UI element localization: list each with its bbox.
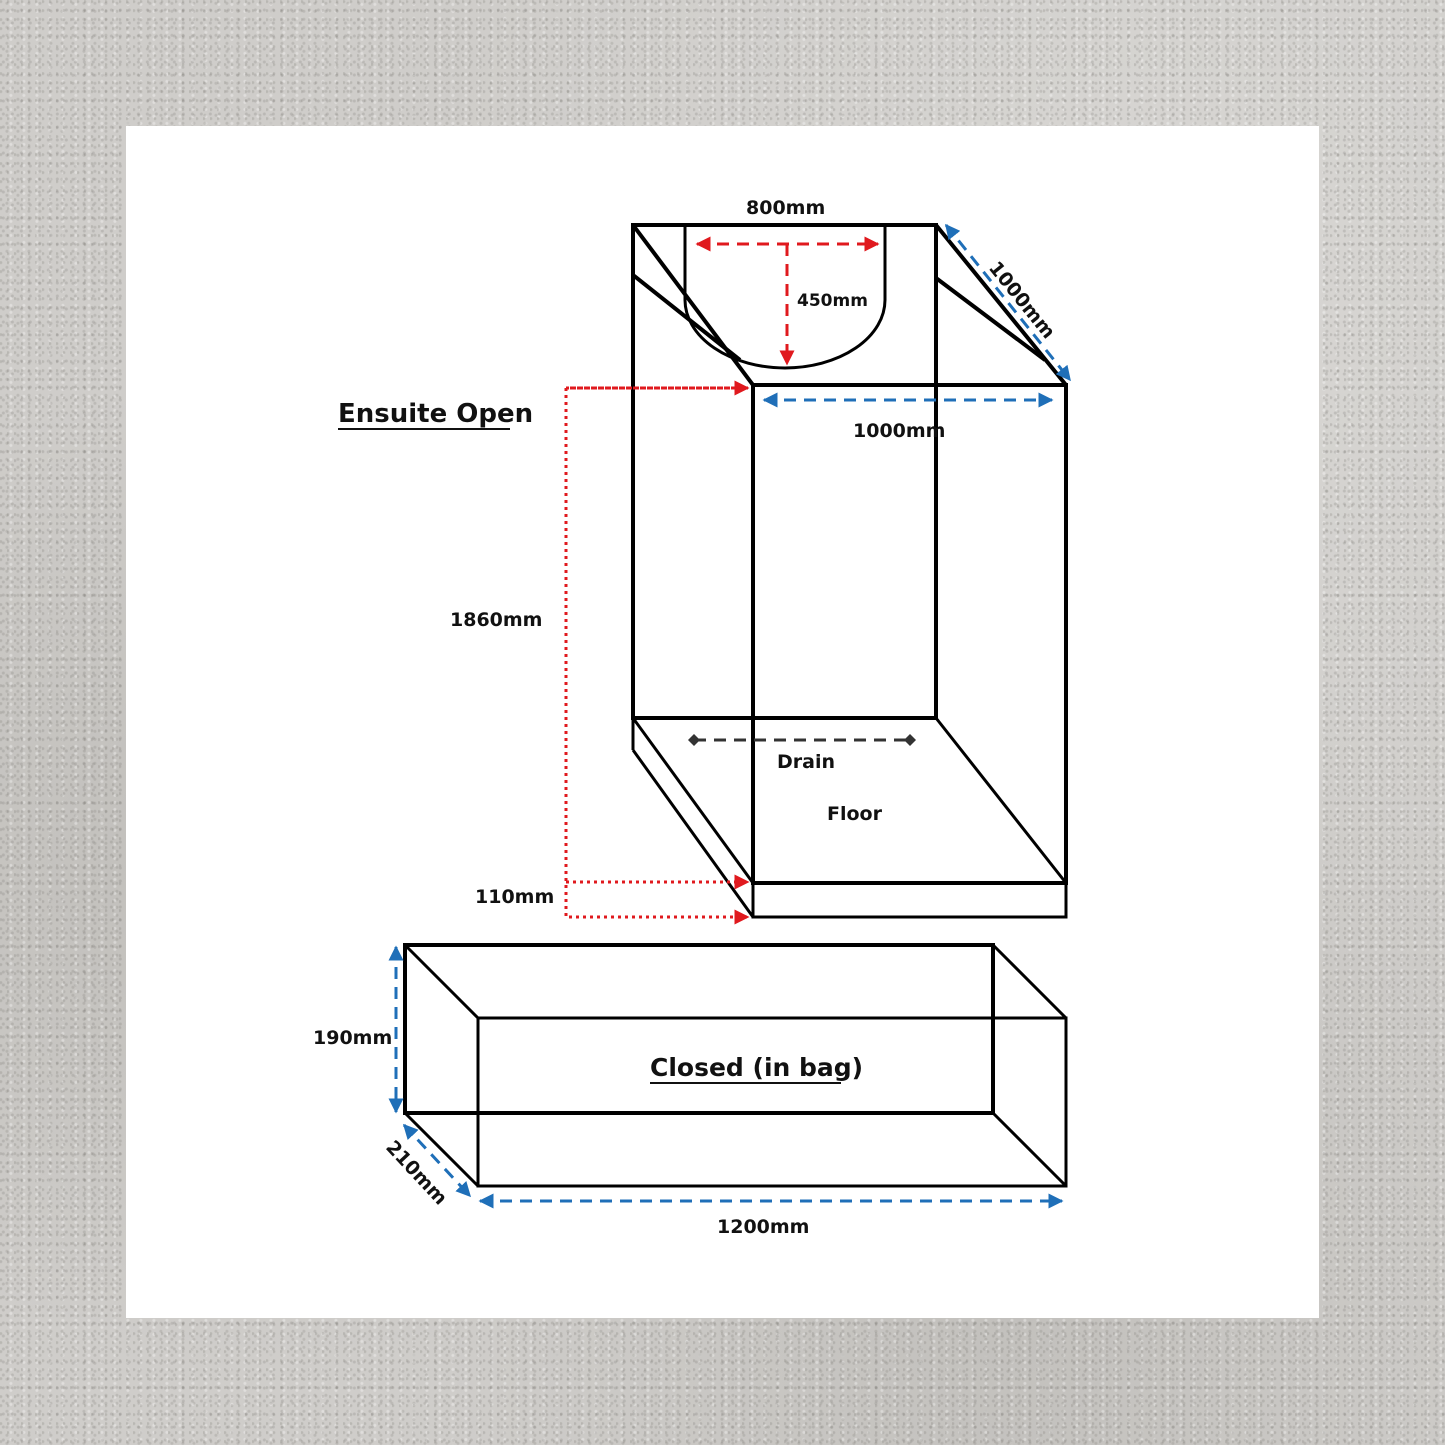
bag-front-face: [403, 943, 995, 1115]
opening-depth-label: 450mm: [797, 291, 868, 311]
blue-dimensions-closed: [388, 945, 1064, 1209]
bag-height-label: 190mm: [313, 1027, 392, 1049]
drain-label: Drain: [777, 751, 835, 773]
ensuite-open-title: Ensuite Open: [338, 399, 533, 429]
floor-base: [751, 881, 1068, 919]
front-frame: [751, 383, 1068, 885]
height-label: 1860mm: [450, 609, 542, 631]
floor-height-label: 110mm: [475, 886, 554, 908]
diagram-card: [126, 126, 1319, 1318]
back-frame: [631, 223, 938, 720]
bag-back-face: [476, 1016, 1068, 1188]
blue-dimensions-open: [762, 223, 1072, 408]
closed-bag-title: Closed (in bag): [650, 1053, 863, 1082]
roof-width-label: 800mm: [746, 197, 825, 219]
red-dimensions: [564, 236, 880, 925]
floor-label: Floor: [827, 803, 883, 825]
roof-opening: [683, 225, 887, 370]
bag-length-label: 1200mm: [717, 1216, 809, 1238]
ensuite-open-drawing: [631, 223, 1068, 919]
front-width-label: 1000mm: [853, 420, 945, 442]
